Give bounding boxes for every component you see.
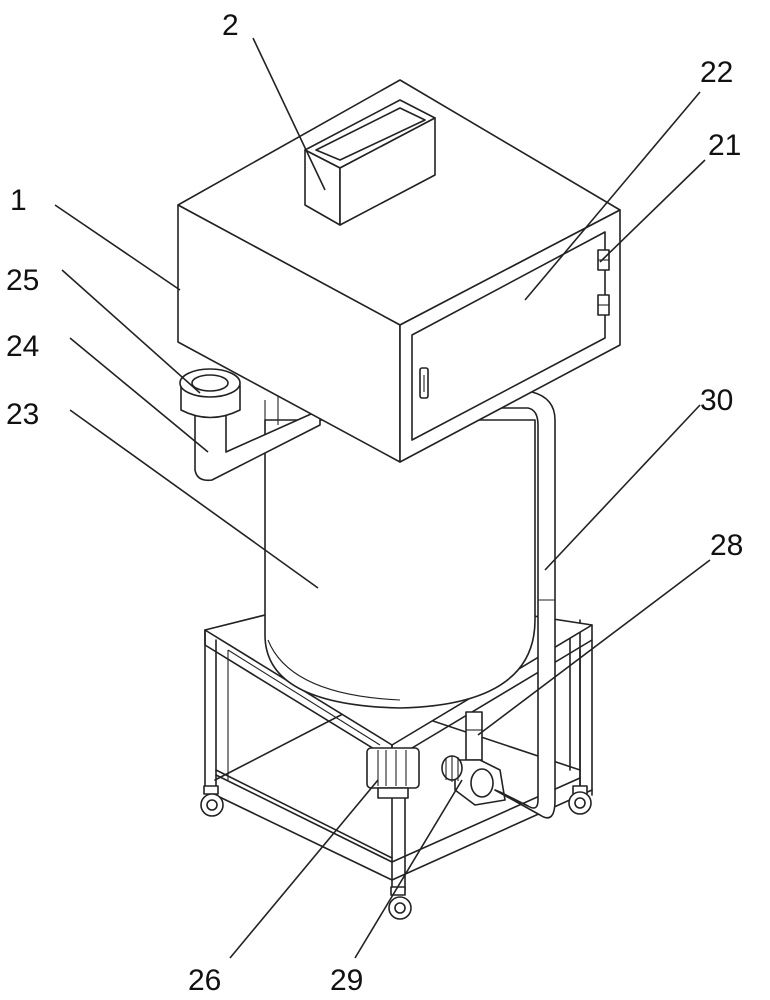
label-2: 2 <box>222 9 239 42</box>
cylinder-tank-23 <box>264 419 536 709</box>
label-23: 23 <box>6 398 39 431</box>
funnel-25 <box>179 368 241 419</box>
leader-1 <box>54 204 181 291</box>
leader-28 <box>477 559 711 736</box>
leader-30 <box>544 404 701 571</box>
label-24: 24 <box>6 330 39 363</box>
label-22: 22 <box>700 56 733 89</box>
leader-22 <box>524 91 701 301</box>
door-22 <box>411 231 606 441</box>
caster-wheels <box>200 785 592 920</box>
leader-23 <box>69 409 319 589</box>
caster-left <box>200 785 224 817</box>
label-21: 21 <box>708 129 741 162</box>
leader-24 <box>69 337 209 453</box>
valve-29 <box>441 755 506 806</box>
leader-26 <box>229 779 379 959</box>
part-labels: 2 1 25 24 23 22 21 30 28 26 29 <box>6 9 743 997</box>
label-26: 26 <box>188 964 221 997</box>
hinges-21 <box>597 249 610 316</box>
label-1: 1 <box>10 184 27 217</box>
label-29: 29 <box>330 964 363 997</box>
leader-21 <box>599 159 706 263</box>
leader-29 <box>354 779 463 959</box>
label-25: 25 <box>6 264 39 297</box>
caster-right <box>568 785 592 815</box>
leader-25 <box>61 269 201 394</box>
label-30: 30 <box>700 384 733 417</box>
motor-26 <box>366 747 420 799</box>
inlet-pipe-24 <box>194 395 321 482</box>
leader-2 <box>252 37 326 191</box>
outlet-pipe-28 <box>465 711 483 761</box>
leader-lines <box>54 37 711 959</box>
label-28: 28 <box>710 529 743 562</box>
hopper-2 <box>304 99 436 226</box>
caster-front <box>388 886 412 920</box>
